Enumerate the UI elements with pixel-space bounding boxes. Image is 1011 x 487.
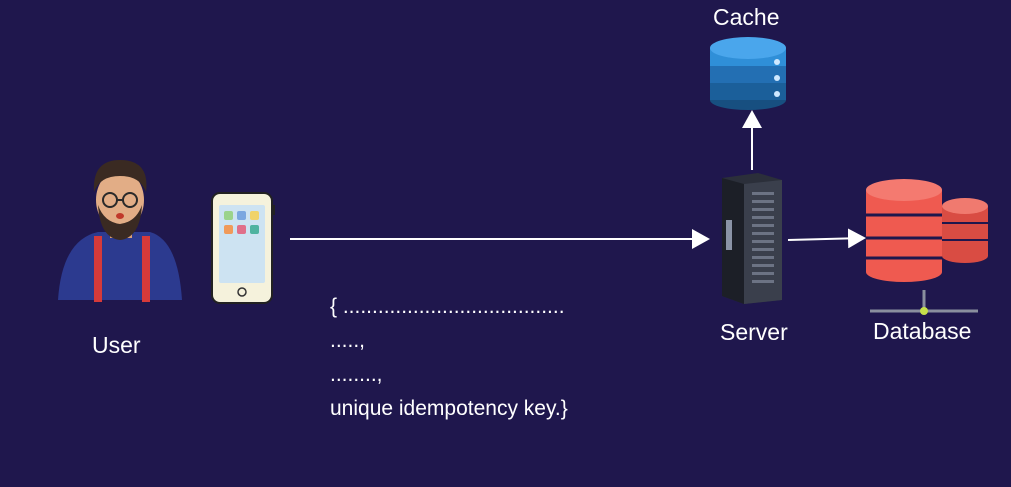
payload-line-4: unique idempotency key.} — [330, 397, 568, 420]
payload-line-3: ........, — [330, 363, 383, 386]
database-label: Database — [873, 318, 972, 344]
user-avatar-icon — [58, 160, 182, 302]
database-cylinders-icon — [866, 179, 988, 315]
payload-line-1: { ...................................... — [330, 295, 565, 318]
server-tower-icon — [722, 173, 782, 304]
server-label: Server — [720, 319, 788, 345]
request-payload: { ......................................… — [330, 290, 568, 426]
database-arrow — [787, 228, 866, 249]
user-label: User — [92, 332, 141, 358]
smartphone-icon — [211, 192, 275, 304]
cache-database-icon — [710, 37, 786, 110]
payload-line-2: ....., — [330, 329, 366, 352]
cache-label: Cache — [713, 4, 780, 30]
